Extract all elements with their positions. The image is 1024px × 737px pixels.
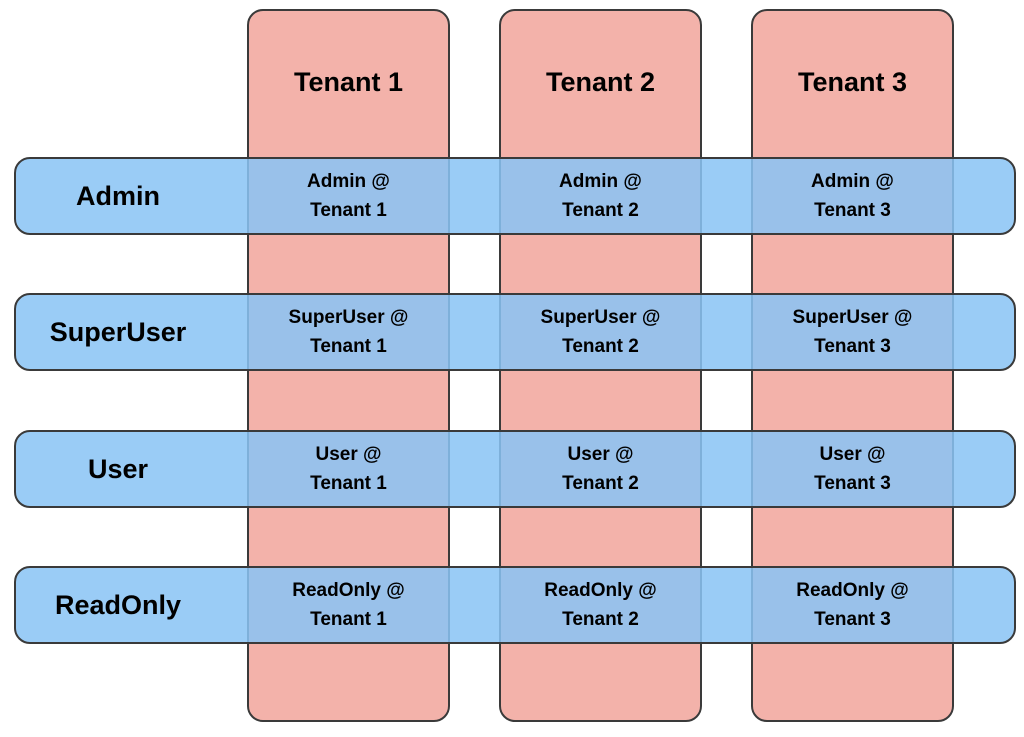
cell-tenant-text: Tenant 2 [562,473,639,494]
role-row-admin: Admin [14,157,1016,235]
intersection-cell: User @ Tenant 1 [247,430,450,508]
intersection-cell: SuperUser @ Tenant 2 [499,293,702,371]
intersection-cell: User @ Tenant 3 [751,430,954,508]
role-label: User [87,453,149,484]
intersection-cell: ReadOnly @ Tenant 1 [247,566,450,644]
intersection-cell: SuperUser @ Tenant 3 [751,293,954,371]
cell-tenant-text: Tenant 3 [814,473,891,494]
intersection-cell: Admin @ Tenant 2 [499,157,702,235]
cell-role-text: SuperUser @ [540,307,661,328]
cell-role-text: Admin @ [811,171,894,192]
cell-tenant-text: Tenant 3 [814,200,891,221]
role-row-user: User [14,430,1016,508]
cell-tenant-text: Tenant 1 [310,609,387,630]
role-label: ReadOnly [54,589,182,620]
role-label: Admin [76,180,160,211]
cell-role-text: SuperUser @ [792,307,913,328]
cell-role-text: ReadOnly @ [544,580,657,601]
cell-role-text: SuperUser @ [288,307,409,328]
intersection-cell: ReadOnly @ Tenant 3 [751,566,954,644]
cell-role-text: Admin @ [307,171,390,192]
cell-role-text: Admin @ [559,171,642,192]
cell-tenant-text: Tenant 2 [562,336,639,357]
cell-tenant-text: Tenant 1 [310,200,387,221]
intersection-cell: User @ Tenant 2 [499,430,702,508]
tenant-column-title: Tenant 3 [797,67,907,97]
cell-tenant-text: Tenant 2 [562,609,639,630]
role-row-readonly: ReadOnly [14,566,1016,644]
cell-role-text: User @ [567,444,634,465]
cell-tenant-text: Tenant 3 [814,609,891,630]
intersection-cell: SuperUser @ Tenant 1 [247,293,450,371]
cell-tenant-text: Tenant 3 [814,336,891,357]
cell-role-text: User @ [315,444,382,465]
cell-tenant-text: Tenant 1 [310,336,387,357]
intersection-cell: Admin @ Tenant 3 [751,157,954,235]
tenant-column-title: Tenant 2 [545,67,655,97]
cell-role-text: ReadOnly @ [292,580,405,601]
tenant-column-title: Tenant 1 [293,67,403,97]
intersection-cell: Admin @ Tenant 1 [247,157,450,235]
role-label: SuperUser [49,316,187,347]
role-row-superuser: SuperUser [14,293,1016,371]
cell-role-text: User @ [819,444,886,465]
cell-tenant-text: Tenant 2 [562,200,639,221]
cell-tenant-text: Tenant 1 [310,473,387,494]
cell-role-text: ReadOnly @ [796,580,909,601]
intersection-cell: ReadOnly @ Tenant 2 [499,566,702,644]
